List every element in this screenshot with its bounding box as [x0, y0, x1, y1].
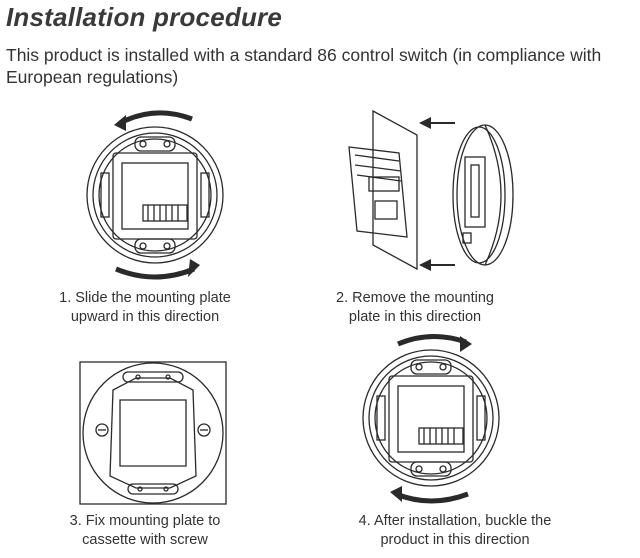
step-3-line-2: cassette with screw	[82, 532, 208, 548]
step-3-illustration	[78, 360, 228, 506]
step-3-line-1: 3. Fix mounting plate to	[69, 513, 221, 529]
arrow-left-icon	[419, 117, 431, 129]
step-1-line-2: upward in this direction	[70, 309, 220, 325]
step-1-illustration	[80, 105, 230, 285]
page-title: Installation procedure	[6, 2, 283, 32]
rotate-arrow-icon	[397, 333, 467, 347]
step-4-caption: 4. After installation, buckle the produc…	[320, 512, 590, 550]
step-3-caption: 3. Fix mounting plate to cassette with s…	[20, 512, 270, 550]
step-2-line-2: plate in this direction	[348, 309, 482, 325]
step-2-line-1: 2. Remove the mounting	[336, 290, 494, 306]
step-4-illustration	[356, 328, 506, 508]
rotate-arrow-icon	[115, 266, 195, 280]
screw-icon	[197, 423, 211, 437]
step-2-caption: 2. Remove the mounting plate in this dir…	[300, 289, 530, 327]
rotate-arrow-icon	[118, 110, 193, 126]
step-1-caption: 1. Slide the mounting plate upward in th…	[20, 289, 270, 327]
step-2-illustration	[335, 105, 535, 275]
step-4-line-1: 4. After installation, buckle the	[358, 513, 552, 529]
arrow-left-icon	[419, 259, 431, 271]
step-4-line-2: product in this direction	[380, 532, 530, 548]
step-1-line-1: 1. Slide the mounting plate	[59, 290, 231, 306]
rotate-arrow-icon	[395, 491, 469, 504]
intro-text: This product is installed with a standar…	[6, 45, 602, 87]
screw-icon	[95, 423, 109, 437]
